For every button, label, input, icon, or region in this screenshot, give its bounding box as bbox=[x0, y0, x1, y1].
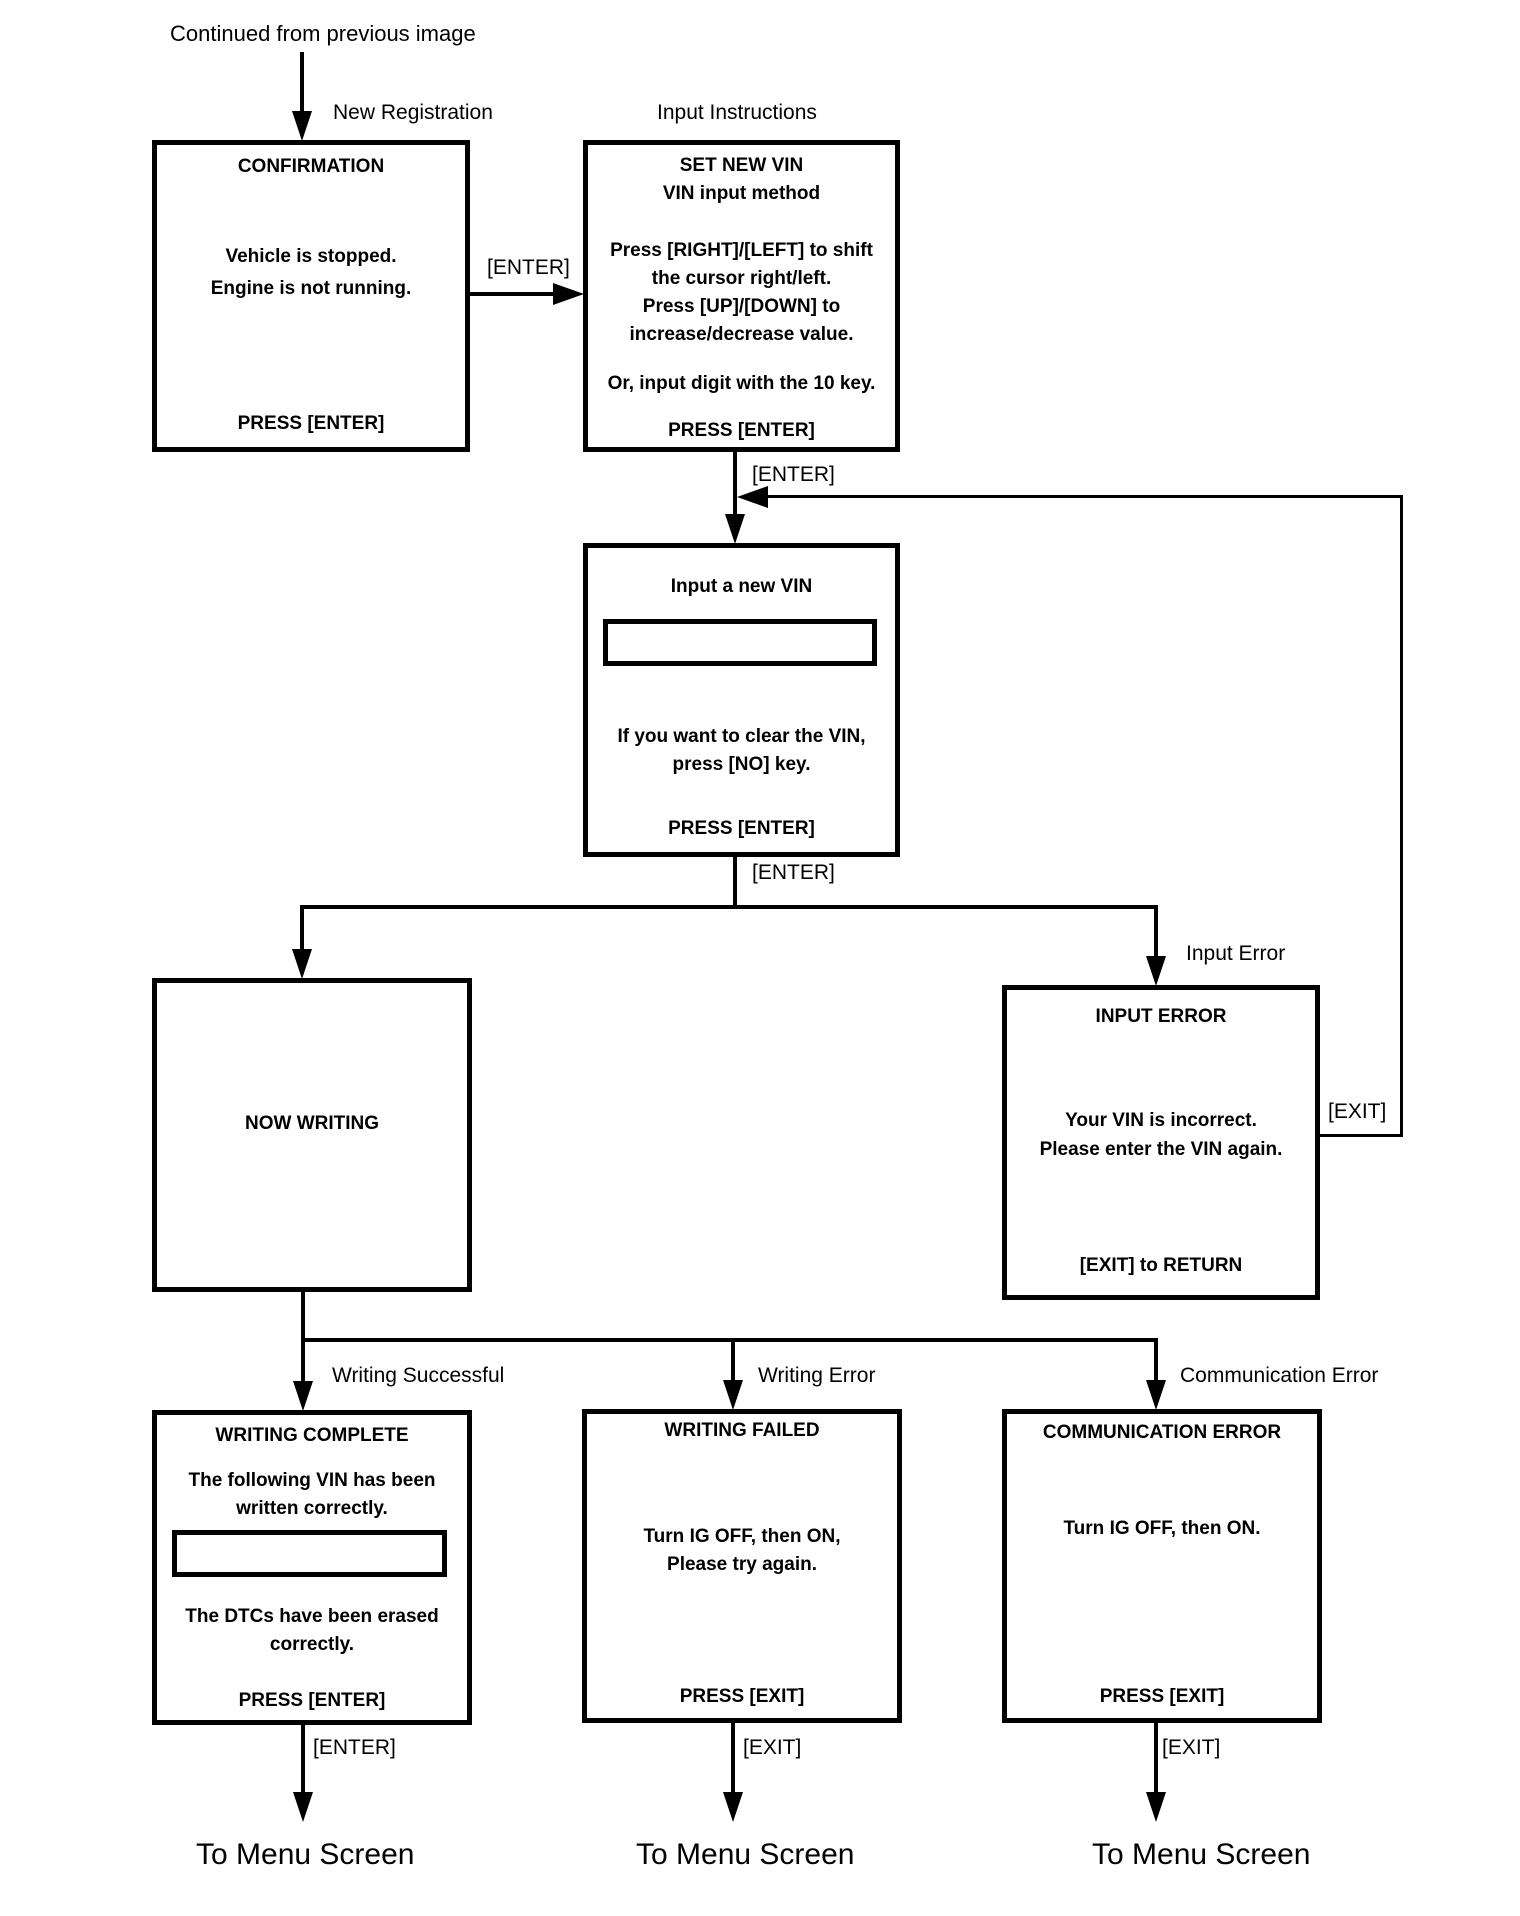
node-title: Input a new VIN bbox=[670, 576, 813, 597]
branch-line-lower bbox=[301, 1338, 1158, 1342]
node-body-line: The DTCs have been erased bbox=[185, 1606, 439, 1627]
connector-exit-feedback-vertical bbox=[1400, 495, 1403, 1137]
node-body-line: correctly. bbox=[269, 1634, 355, 1655]
connector-failed-to-menu bbox=[731, 1723, 735, 1793]
node-title: INPUT ERROR bbox=[1095, 1006, 1227, 1027]
connector-set-to-input bbox=[733, 452, 737, 516]
input-error-label: Input Error bbox=[1186, 942, 1286, 965]
connector-branch-to-comm-error bbox=[1154, 1338, 1158, 1381]
node-body-line: If you want to clear the VIN, bbox=[617, 726, 866, 747]
to-menu-screen-label: To Menu Screen bbox=[1092, 1838, 1311, 1871]
enter-label: [ENTER] bbox=[752, 463, 835, 486]
connector-confirm-to-set bbox=[470, 292, 556, 296]
enter-label: [ENTER] bbox=[487, 256, 570, 279]
node-footer: PRESS [ENTER] bbox=[237, 413, 385, 434]
enter-label: [ENTER] bbox=[313, 1736, 396, 1759]
node-body-line: Or, input digit with the 10 key. bbox=[607, 373, 876, 394]
node-title: COMMUNICATION ERROR bbox=[1042, 1422, 1282, 1443]
node-writing-failed: WRITING FAILED Turn IG OFF, then ON, Ple… bbox=[582, 1409, 902, 1723]
node-footer: PRESS [EXIT] bbox=[1099, 1686, 1225, 1707]
node-body-line: Vehicle is stopped. bbox=[225, 246, 397, 267]
to-menu-screen-label: To Menu Screen bbox=[636, 1838, 855, 1871]
node-footer: PRESS [ENTER] bbox=[668, 420, 815, 441]
node-title: SET NEW VIN bbox=[679, 155, 804, 176]
node-body-line: Your VIN is incorrect. bbox=[1065, 1110, 1257, 1131]
writing-error-label: Writing Error bbox=[758, 1364, 876, 1387]
node-communication-error: COMMUNICATION ERROR Turn IG OFF, then ON… bbox=[1002, 1409, 1322, 1723]
node-title: CONFIRMATION bbox=[237, 156, 385, 177]
arrowhead-down-icon bbox=[725, 514, 745, 544]
arrowhead-down-icon bbox=[293, 1792, 313, 1822]
arrowhead-down-icon bbox=[1146, 1792, 1166, 1822]
node-body-line: Turn IG OFF, then ON. bbox=[1063, 1518, 1261, 1539]
writing-successful-label: Writing Successful bbox=[332, 1364, 505, 1387]
arrowhead-right-icon bbox=[553, 283, 584, 305]
continued-from-previous-label: Continued from previous image bbox=[170, 21, 476, 46]
arrowhead-down-icon bbox=[1146, 1380, 1166, 1410]
connector-comm-error-to-menu bbox=[1154, 1723, 1158, 1793]
connector-input-to-branch bbox=[733, 857, 737, 909]
communication-error-label: Communication Error bbox=[1180, 1364, 1379, 1387]
connector-branch-to-complete bbox=[301, 1338, 305, 1382]
arrowhead-entry-icon bbox=[292, 111, 312, 141]
node-set-new-vin: SET NEW VIN VIN input method Press [RIGH… bbox=[583, 140, 900, 452]
connector-now-writing-out bbox=[301, 1292, 305, 1342]
node-body-line: increase/decrease value. bbox=[629, 324, 854, 345]
vin-input-field bbox=[603, 619, 877, 666]
connector-branch-to-now-writing bbox=[300, 905, 304, 950]
arrowhead-down-icon bbox=[723, 1792, 743, 1822]
node-footer: [EXIT] to RETURN bbox=[1079, 1255, 1243, 1276]
connector-branch-to-failed bbox=[731, 1338, 735, 1381]
node-body-line: Engine is not running. bbox=[210, 278, 412, 299]
node-footer: PRESS [ENTER] bbox=[668, 818, 815, 839]
enter-label: [ENTER] bbox=[752, 861, 835, 884]
exit-label: [EXIT] bbox=[1328, 1100, 1387, 1123]
vin-display-field bbox=[172, 1530, 447, 1577]
node-body-line: Press [RIGHT]/[LEFT] to shift bbox=[610, 240, 873, 261]
connector-entry bbox=[300, 52, 304, 114]
to-menu-screen-label: To Menu Screen bbox=[196, 1838, 415, 1871]
node-body-line: Press [UP]/[DOWN] to bbox=[642, 296, 841, 317]
node-input-error: INPUT ERROR Your VIN is incorrect. Pleas… bbox=[1002, 985, 1320, 1300]
node-body-line: The following VIN has been bbox=[188, 1470, 436, 1491]
node-now-writing: NOW WRITING bbox=[152, 978, 472, 1292]
node-body-line: Please enter the VIN again. bbox=[1039, 1139, 1283, 1160]
node-writing-complete: WRITING COMPLETE The following VIN has b… bbox=[152, 1410, 472, 1725]
exit-label: [EXIT] bbox=[1162, 1736, 1221, 1759]
node-body-line: Turn IG OFF, then ON, bbox=[643, 1526, 841, 1547]
node-confirmation: CONFIRMATION Vehicle is stopped. Engine … bbox=[152, 140, 470, 452]
node-input-new-vin: Input a new VIN If you want to clear the… bbox=[583, 543, 900, 857]
connector-branch-to-input-error bbox=[1154, 905, 1158, 957]
arrowhead-left-icon bbox=[737, 486, 768, 508]
node-title: NOW WRITING bbox=[244, 1113, 380, 1134]
branch-line-upper bbox=[300, 905, 1158, 909]
input-instructions-label: Input Instructions bbox=[657, 101, 817, 124]
node-body-line: press [NO] key. bbox=[672, 754, 811, 775]
exit-label: [EXIT] bbox=[743, 1736, 802, 1759]
node-body-line: the cursor right/left. bbox=[651, 268, 832, 289]
arrowhead-down-icon bbox=[1146, 956, 1166, 986]
node-subtitle: VIN input method bbox=[662, 183, 821, 204]
node-title: WRITING FAILED bbox=[664, 1420, 820, 1441]
arrowhead-down-icon bbox=[293, 1381, 313, 1411]
node-footer: PRESS [ENTER] bbox=[238, 1690, 386, 1711]
new-registration-label: New Registration bbox=[333, 101, 493, 124]
node-footer: PRESS [EXIT] bbox=[679, 1686, 805, 1707]
connector-exit-feedback-top bbox=[762, 495, 1403, 498]
node-body-line: written correctly. bbox=[236, 1498, 388, 1519]
arrowhead-down-icon bbox=[723, 1380, 743, 1410]
connector-complete-to-menu bbox=[301, 1725, 305, 1793]
connector-exit-feedback-bottom bbox=[1320, 1134, 1403, 1137]
node-body-line: Please try again. bbox=[667, 1554, 817, 1575]
arrowhead-down-icon bbox=[292, 949, 312, 979]
node-title: WRITING COMPLETE bbox=[215, 1425, 409, 1446]
